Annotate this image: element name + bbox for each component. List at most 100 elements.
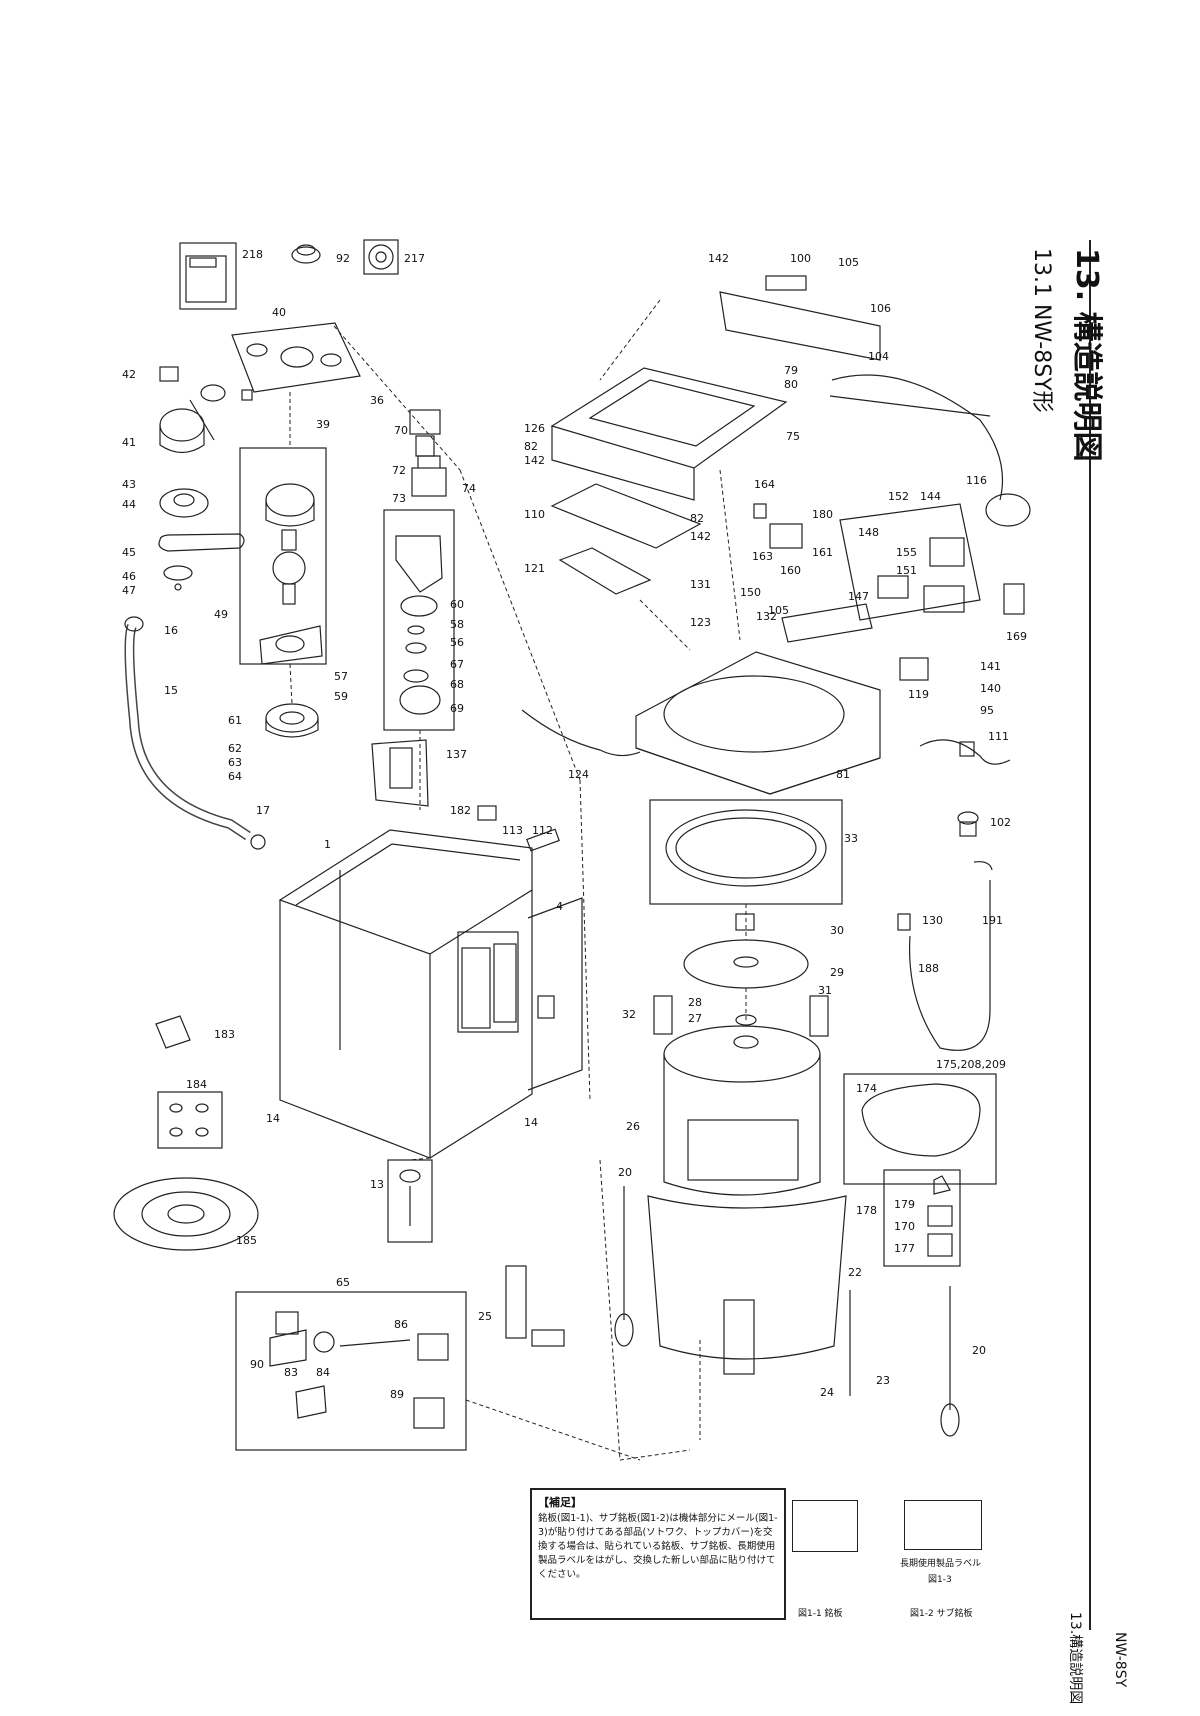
label-63: 63 (228, 756, 242, 769)
label-62: 62 (228, 742, 242, 755)
small-pulley-46 (163, 565, 193, 591)
part-labels: 218 92 217 40 42 36 39 41 43 44 45 46 47… (122, 248, 1027, 1401)
label-68: 68 (450, 678, 464, 691)
label-27: 27 (688, 1012, 702, 1025)
filter-32 (653, 995, 673, 1035)
label-130: 130 (922, 914, 943, 927)
base-plate-185 (113, 1177, 259, 1251)
label-82a: 82 (524, 440, 538, 453)
label-81: 81 (836, 768, 850, 781)
thermistor-112 (526, 828, 560, 852)
label-182: 182 (450, 804, 471, 817)
label-148: 148 (858, 526, 879, 539)
mount-72 (411, 455, 447, 497)
label-46: 46 (122, 570, 136, 583)
label-142c: 142 (690, 530, 711, 543)
filter-31 (809, 995, 829, 1037)
label-137: 137 (446, 748, 467, 761)
label-180: 180 (812, 508, 833, 521)
label-14b: 14 (524, 1116, 538, 1129)
label-184: 184 (186, 1078, 207, 1091)
label-61: 61 (228, 714, 242, 727)
label-47: 47 (122, 584, 136, 597)
label-57: 57 (334, 670, 348, 683)
leg-13 (387, 1159, 433, 1243)
label-56: 56 (450, 636, 464, 649)
part-92-icon (291, 244, 321, 264)
manual-booklet (179, 242, 237, 310)
label-17: 17 (256, 804, 270, 817)
chapter-title: 13. 構造説明図 (1069, 248, 1104, 462)
label-164: 164 (754, 478, 775, 491)
connector-169 (1003, 583, 1025, 615)
label-150: 150 (740, 586, 761, 599)
drain-hose (124, 616, 266, 850)
balancer-ring-33 (649, 799, 843, 905)
label-4: 4 (556, 900, 563, 913)
label-147: 147 (848, 590, 869, 603)
label-83: 83 (284, 1366, 298, 1379)
label-188: 188 (918, 962, 939, 975)
wash-tub-26 (663, 1025, 821, 1196)
label-124: 124 (568, 768, 589, 781)
label-104: 104 (868, 350, 889, 363)
label-20b: 20 (972, 1344, 986, 1357)
label-90: 90 (250, 1358, 264, 1371)
label-82b: 82 (690, 512, 704, 525)
label-31: 31 (818, 984, 832, 997)
label-39: 39 (316, 418, 330, 431)
outer-tub-22 (647, 1195, 847, 1375)
label-92: 92 (336, 252, 350, 265)
label-13: 13 (370, 1178, 384, 1191)
long-term-label-number: 図1-3 (928, 1575, 952, 1585)
drain-valve-group-65 (235, 1291, 467, 1451)
label-42: 42 (122, 368, 136, 381)
label-182 (477, 805, 497, 821)
label-23: 23 (876, 1374, 890, 1387)
hub-28 (733, 1014, 759, 1049)
part-217-icon (363, 239, 399, 275)
label-22: 22 (848, 1266, 862, 1279)
label-89: 89 (390, 1388, 404, 1401)
footer-chapter: 13.構造説明図 (1067, 1612, 1083, 1705)
filter-hose-25 (505, 1265, 565, 1347)
label-217: 217 (404, 252, 425, 265)
label-132: 132 (756, 610, 777, 623)
suspension-rod-20b (940, 1286, 960, 1437)
top-frame-81 (635, 651, 881, 795)
label-119: 119 (908, 688, 929, 701)
label-84: 84 (316, 1366, 330, 1379)
label-123: 123 (690, 616, 711, 629)
motor-41 (159, 399, 215, 454)
label-177: 177 (894, 1242, 915, 1255)
relay-102 (957, 811, 979, 837)
label-179: 179 (894, 1198, 915, 1211)
label-70: 70 (394, 424, 408, 437)
gasket-174 (843, 1073, 997, 1185)
label-69: 69 (450, 702, 464, 715)
bracket-137 (371, 739, 429, 807)
brake-column-group (383, 509, 455, 731)
label-59: 59 (334, 690, 348, 703)
damper-set-178 (883, 1169, 961, 1267)
label-142a: 142 (708, 252, 729, 265)
noise-filter-119 (899, 657, 929, 681)
label-163: 163 (752, 550, 773, 563)
label-105b: 105 (768, 604, 789, 617)
label-26: 26 (626, 1120, 640, 1133)
label-30: 30 (830, 924, 844, 937)
wire-124 (521, 709, 641, 757)
label-160: 160 (780, 564, 801, 577)
top-cover-104 (719, 275, 881, 361)
nameplate-caption: 図1-1 銘板 (798, 1609, 843, 1619)
leader-lines (289, 299, 747, 1461)
label-16: 16 (164, 624, 178, 637)
footer-model: NW-8SY (1112, 1632, 1128, 1688)
v-belt-45 (158, 533, 245, 552)
label-44: 44 (122, 498, 136, 511)
label-43: 43 (122, 478, 136, 491)
label-49: 49 (214, 608, 228, 621)
drain-motor-70 (409, 409, 441, 457)
label-183: 183 (214, 1028, 235, 1041)
